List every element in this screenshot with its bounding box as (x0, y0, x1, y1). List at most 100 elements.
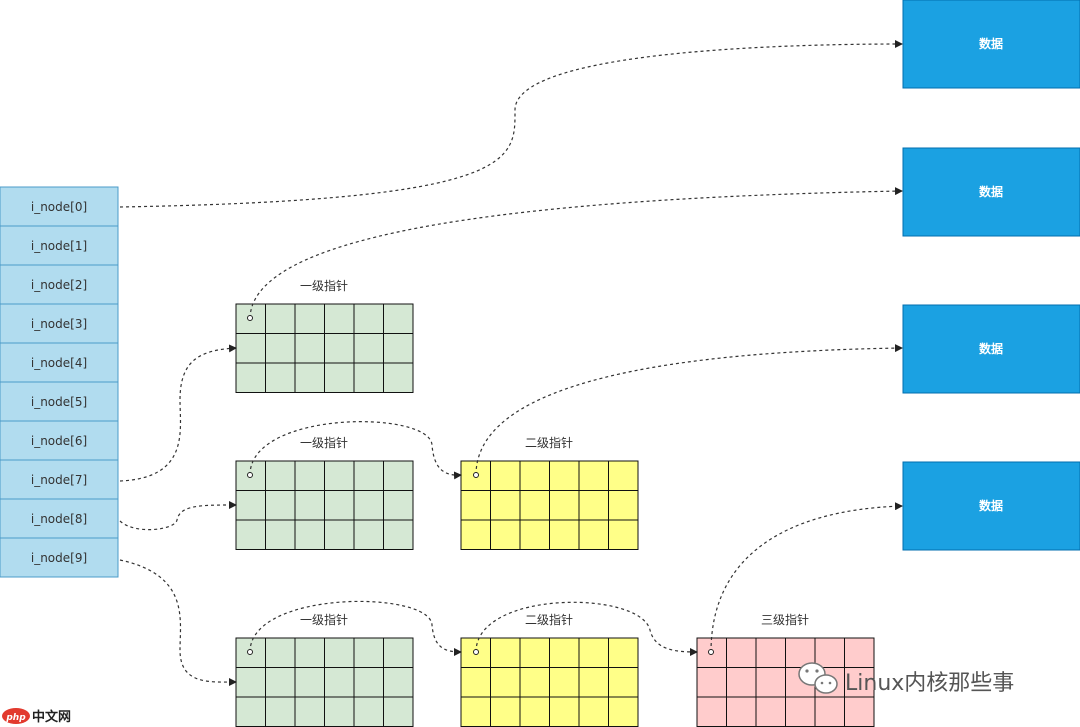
pointer-cell (519, 519, 550, 550)
inode-label: i_node[1] (31, 239, 87, 253)
pointer-cell (578, 460, 609, 491)
pointer-cell (460, 490, 491, 521)
pointer-cell (353, 362, 384, 393)
pointer-cell (608, 490, 639, 521)
pointer-cell (265, 696, 296, 727)
pointer-cell (608, 637, 639, 668)
pointer-cell (549, 460, 580, 491)
pointer-cell (383, 696, 414, 727)
pointer-origin-circle (473, 649, 479, 655)
level3-title: 三级指针 (761, 612, 809, 627)
level1-title: 一级指针 (300, 435, 348, 450)
pointer-cell (324, 362, 355, 393)
inode-cell: i_node[3] (0, 303, 119, 344)
pointer-cell (353, 460, 384, 491)
inode-label: i_node[4] (31, 356, 87, 370)
arrow-inode0-to-data (119, 40, 903, 208)
pointer-cell (265, 519, 296, 550)
inode-cell: i_node[0] (0, 186, 119, 227)
pointer-cell (578, 490, 609, 521)
pointer-cell (235, 696, 266, 727)
pointer-cell (519, 696, 550, 727)
pointer-cell (696, 696, 727, 727)
pointer-cell (265, 362, 296, 393)
arrow-level2-to-data (475, 344, 903, 476)
pointer-origin-circle (708, 649, 714, 655)
pointer-cell (608, 519, 639, 550)
pointer-cell (460, 460, 491, 491)
pointer-cell (549, 490, 580, 521)
inode-cell: i_node[1] (0, 225, 119, 266)
pointer-cell (549, 519, 580, 550)
data-block: 数据 (902, 0, 1080, 89)
pointer-cell (294, 460, 325, 491)
pointer-cell (324, 696, 355, 727)
php-logo-text: php (5, 713, 26, 723)
data-block-label: 数据 (979, 341, 1003, 356)
level2-pointer-block (460, 637, 639, 727)
pointer-cell (519, 460, 550, 491)
pointer-cell (608, 667, 639, 698)
pointer-cell (578, 519, 609, 550)
pointer-cell (460, 696, 491, 727)
pointer-cell (353, 637, 384, 668)
pointer-cell (814, 696, 845, 727)
pointer-cell (460, 667, 491, 698)
level1-pointer-block (235, 303, 414, 393)
pointer-cell (324, 490, 355, 521)
pointer-cell (755, 637, 786, 668)
pointer-cell (324, 667, 355, 698)
arrow-level1-to-data (249, 187, 903, 319)
data-block: 数据 (902, 147, 1080, 237)
pointer-cell (383, 519, 414, 550)
pointer-cell (755, 667, 786, 698)
inode-cell: i_node[4] (0, 342, 119, 383)
wechat-icon (798, 662, 838, 694)
pointer-cell (519, 490, 550, 521)
pointer-cell (608, 696, 639, 727)
php-badge-text: 中文网 (32, 709, 71, 725)
inode-label: i_node[8] (31, 512, 87, 526)
pointer-cell (844, 696, 875, 727)
pointer-cell (755, 696, 786, 727)
data-block: 数据 (902, 461, 1080, 551)
pointer-cell (490, 490, 521, 521)
pointer-cell (383, 667, 414, 698)
pointer-cell (294, 519, 325, 550)
level1-title: 一级指针 (300, 278, 348, 293)
pointer-cell (294, 333, 325, 364)
level1-title: 一级指针 (300, 612, 348, 627)
pointer-cell (235, 490, 266, 521)
arrow-inode8-to-level1 (119, 501, 237, 531)
inode-cell: i_node[5] (0, 381, 119, 422)
inode-label: i_node[0] (31, 200, 87, 214)
php-logo-icon (2, 708, 30, 724)
pointer-cell (814, 637, 845, 668)
arrow-level3-to-data (710, 502, 903, 653)
level2-title: 二级指针 (525, 435, 573, 450)
pointer-origin-circle (247, 315, 253, 321)
pointer-cell (383, 490, 414, 521)
pointer-cell (490, 519, 521, 550)
pointer-cell (353, 333, 384, 364)
pointer-cell (265, 637, 296, 668)
pointer-cell (353, 696, 384, 727)
pointer-cell (235, 362, 266, 393)
pointer-cell (490, 696, 521, 727)
pointer-cell (578, 696, 609, 727)
arrow-level1-to-level2 (249, 421, 462, 480)
pointer-cell (726, 696, 757, 727)
pointer-cell (490, 637, 521, 668)
inode-cell: i_node[7] (0, 459, 119, 500)
pointer-cell (383, 362, 414, 393)
pointer-cell (490, 460, 521, 491)
pointer-cell (265, 490, 296, 521)
pointer-cell (383, 460, 414, 491)
pointer-cell (294, 490, 325, 521)
inode-cell: i_node[6] (0, 420, 119, 461)
arrow-level1-to-level2 (249, 600, 462, 656)
pointer-cell (519, 667, 550, 698)
inode-cell: i_node[8] (0, 498, 119, 539)
pointer-origin-circle (247, 649, 253, 655)
pointer-origin-circle (473, 472, 479, 478)
